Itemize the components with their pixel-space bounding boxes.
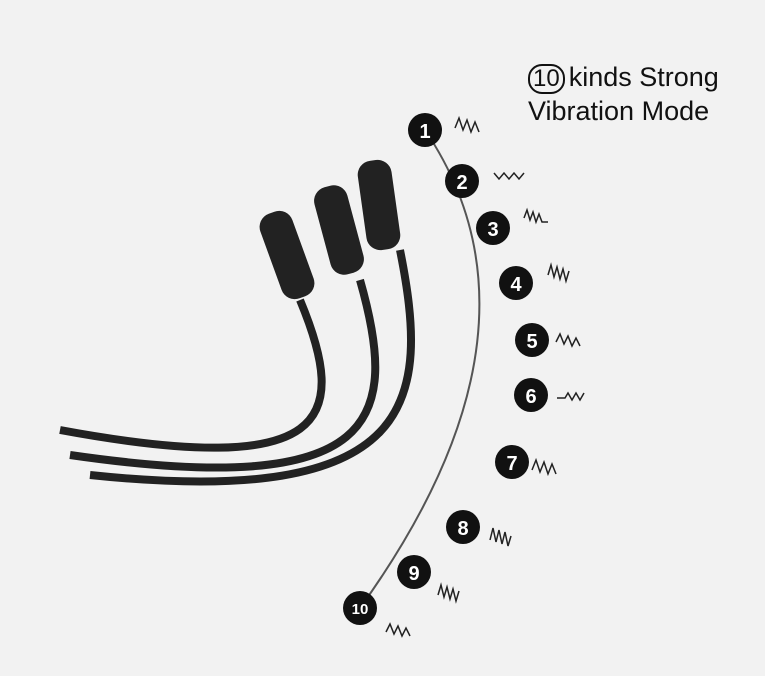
product-silhouettes bbox=[59, 159, 415, 486]
title-line2: Vibration Mode bbox=[528, 96, 710, 126]
svg-text:5: 5 bbox=[526, 331, 537, 353]
wave-icons bbox=[385, 115, 585, 638]
badge: 10 bbox=[528, 64, 565, 94]
title-line1: kinds Strong bbox=[568, 62, 719, 92]
svg-text:6: 6 bbox=[525, 386, 536, 408]
svg-text:4: 4 bbox=[510, 274, 522, 296]
svg-text:8: 8 bbox=[457, 518, 468, 540]
mode-markers: 1 2 3 4 5 6 7 8 9 10 bbox=[343, 113, 549, 625]
svg-text:10: 10 bbox=[352, 601, 369, 618]
svg-text:2: 2 bbox=[456, 172, 467, 194]
svg-text:1: 1 bbox=[419, 121, 430, 143]
svg-text:7: 7 bbox=[506, 453, 517, 475]
svg-text:3: 3 bbox=[487, 219, 498, 241]
svg-text:9: 9 bbox=[408, 563, 419, 585]
